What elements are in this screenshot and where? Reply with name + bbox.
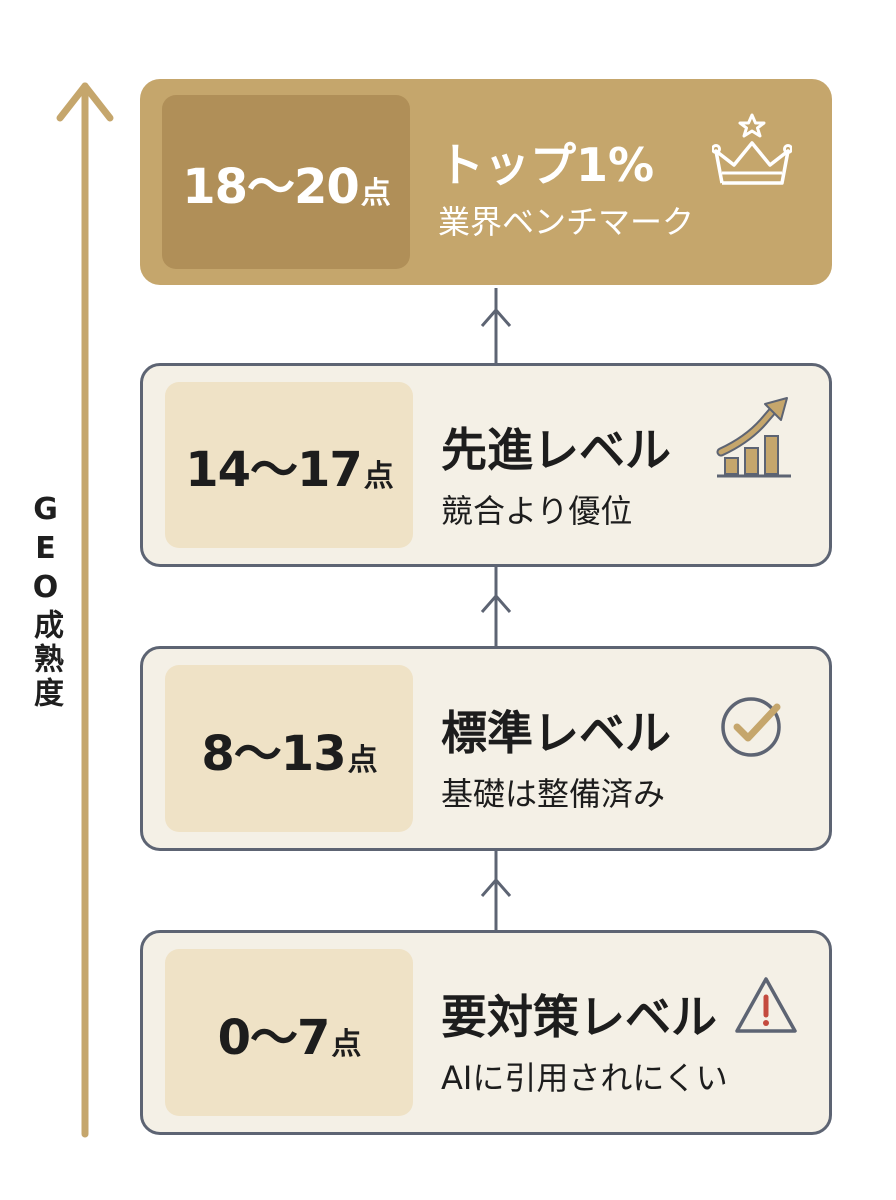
level-title: 先進レベル	[441, 423, 671, 477]
level-card-top: 18〜20点 トップ1% 業界ベンチマーク	[140, 79, 832, 285]
score-unit: 点	[331, 1026, 361, 1062]
score-unit: 点	[347, 742, 378, 778]
level-subtitle: 競合より優位	[441, 492, 633, 530]
score-unit: 点	[360, 176, 391, 211]
level-subtitle: AIに引用されにくい	[441, 1059, 728, 1097]
check-circle-icon	[721, 697, 781, 757]
level-title: 標準レベル	[441, 706, 671, 760]
warning-icon	[735, 977, 797, 1033]
level-subtitle: 基礎は整備済み	[441, 775, 666, 813]
level-card-needs-action: 0〜7点 要対策レベル AIに引用されにくい	[140, 930, 832, 1135]
level-card-standard: 8〜13点 標準レベル 基礎は整備済み	[140, 646, 832, 851]
score-box: 14〜17点	[165, 382, 413, 548]
score-range: 14〜17点	[185, 442, 394, 498]
level-card-advanced: 14〜17点 先進レベル 競合より優位	[140, 363, 832, 567]
level-subtitle: 業界ベンチマーク	[438, 203, 695, 241]
score-range: 0〜7点	[217, 1009, 362, 1066]
score-box: 8〜13点	[165, 665, 413, 832]
score-box: 18〜20点	[162, 95, 410, 269]
score-range: 8〜13点	[201, 725, 378, 782]
axis-arrowhead	[56, 82, 114, 122]
crown-icon	[712, 113, 792, 185]
level-title: トップ1%	[438, 138, 655, 192]
score-unit: 点	[363, 459, 394, 494]
level-title: 要対策レベル	[441, 990, 717, 1044]
score-box: 0〜7点	[165, 949, 413, 1116]
connector-arrow-3	[480, 850, 512, 932]
connector-arrow-2	[480, 566, 512, 648]
axis-label: GEO成熟度	[28, 492, 63, 711]
growth-chart-icon	[716, 397, 791, 478]
connector-arrow-1	[480, 288, 512, 364]
score-range: 18〜20点	[182, 159, 391, 215]
